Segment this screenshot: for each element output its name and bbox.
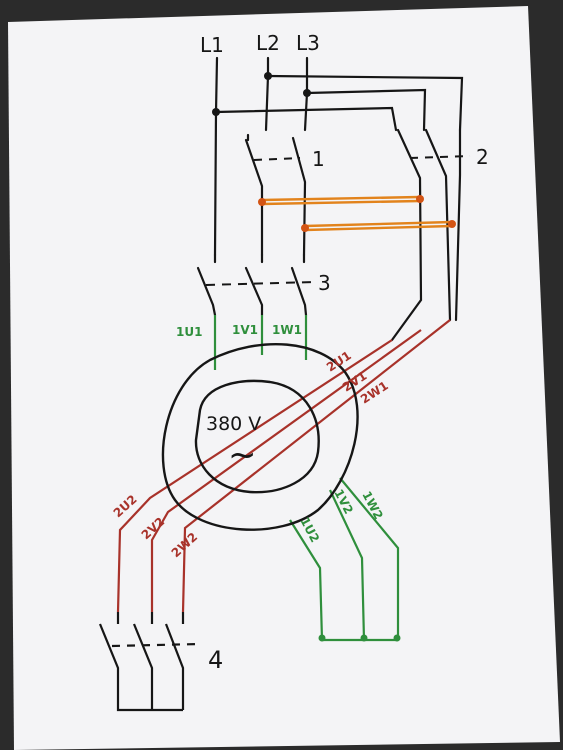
contactor-2-label: 2 [476, 145, 489, 169]
label-l3: L3 [296, 31, 320, 55]
terminal-1u1: 1U1 [176, 325, 202, 339]
contactor-1-link [253, 157, 301, 161]
label-l2: L2 [256, 31, 280, 55]
label-l1: L1 [200, 33, 224, 57]
contactor-4-label: 4 [208, 646, 223, 674]
interlock-dots [258, 195, 456, 232]
terminal-1w1: 1W1 [272, 323, 302, 337]
contactor-3-link [205, 281, 316, 286]
contactor-3-label: 3 [318, 271, 331, 295]
junction-dots [212, 72, 311, 116]
motor-outer-casing [161, 343, 359, 531]
contactor-1-label: 1 [312, 147, 325, 171]
contactor-2-link [409, 155, 471, 159]
paper-sheet [8, 6, 560, 750]
star-point-dots [318, 634, 401, 642]
supply-wiring [196, 56, 464, 342]
motor-ac-symbol: ~ [228, 435, 257, 475]
motor-inner-circle [194, 379, 320, 494]
terminal-1v1: 1V1 [232, 323, 258, 337]
winding-1-wiring [213, 315, 400, 642]
mechanical-interlock [261, 195, 453, 232]
motor-voltage: 380 V [206, 413, 261, 435]
contactor-4 [98, 612, 201, 712]
winding-2-wiring [116, 319, 451, 613]
motor [161, 343, 359, 531]
